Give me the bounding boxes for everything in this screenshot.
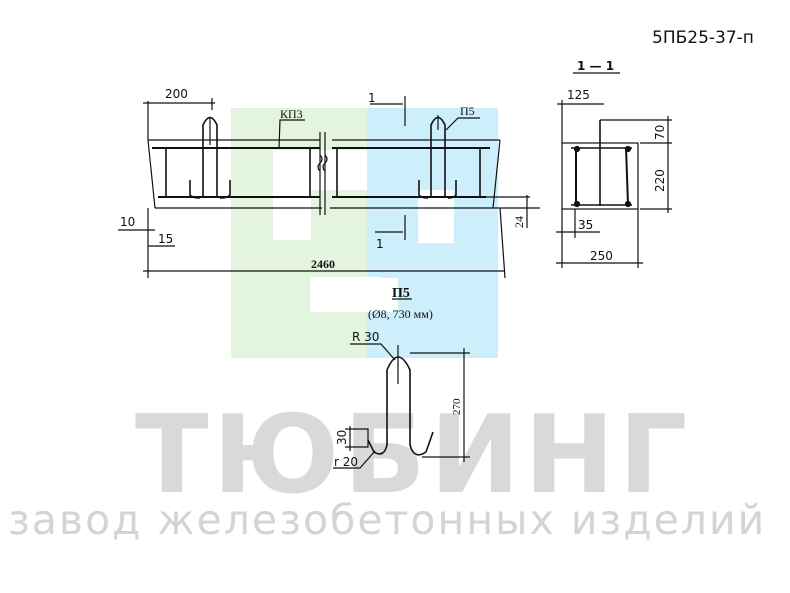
logo-cutout-right <box>418 190 454 243</box>
section-view <box>556 72 672 268</box>
dim-loop-position: 125 <box>567 88 590 102</box>
logo-blue-lower <box>382 188 418 278</box>
loop-detail-spec: (Ø8, 730 мм) <box>368 307 433 321</box>
section-mark-bottom: 1 <box>376 237 384 251</box>
loop-detail <box>333 298 470 469</box>
dim-cover: 35 <box>578 218 593 232</box>
dim-hook-length: 30 <box>335 430 349 445</box>
watermark-brand: ТЮБИНГ <box>135 393 692 518</box>
loop-detail-title: П5 <box>392 286 410 301</box>
watermark-tagline: завод железобетонных изделий <box>8 496 767 544</box>
dim-cover-height: 24 <box>512 216 526 228</box>
dim-overall-length: 2460 <box>311 257 335 271</box>
logo-cutout-left <box>273 150 311 240</box>
label-loop: П5 <box>460 104 475 118</box>
elevation-view <box>118 96 540 279</box>
product-mark-code: 5ПБ25-37-п <box>652 28 754 48</box>
dim-section-height: 220 <box>653 169 667 192</box>
section-title: 1 — 1 <box>577 59 614 73</box>
dim-bottom-offset-b: 15 <box>158 232 173 246</box>
dim-radius-top: R 30 <box>352 330 379 344</box>
dim-radius-bottom: r 20 <box>334 455 358 469</box>
dim-loop-height: 270 <box>451 398 463 415</box>
dim-section-width: 250 <box>590 249 613 263</box>
section-mark-top: 1 <box>368 91 376 105</box>
logo-cutout-lower <box>310 277 398 312</box>
dim-loop-projection: 70 <box>653 125 667 140</box>
dim-bottom-offset-a: 10 <box>120 215 135 229</box>
label-mesh: КП3 <box>280 107 303 121</box>
dim-loop-offset: 200 <box>165 87 188 101</box>
